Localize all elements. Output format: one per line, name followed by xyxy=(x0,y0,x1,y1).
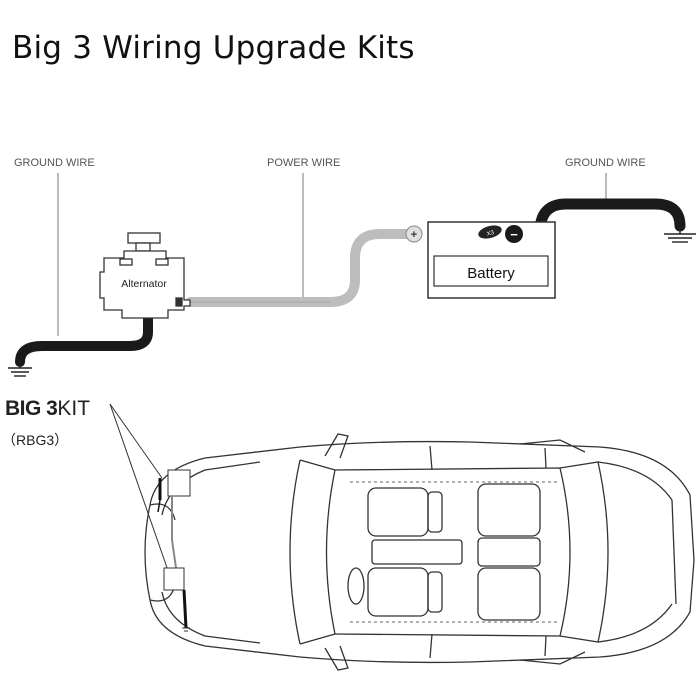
svg-text:X3: X3 xyxy=(486,230,495,238)
power-wire xyxy=(185,229,417,307)
engine-bay-wiring xyxy=(157,469,191,632)
ground-wire-left-label: GROUND WIRE xyxy=(14,157,95,169)
battery-icon: X3 xyxy=(405,221,556,299)
ground-wire-left xyxy=(15,313,153,367)
ground-symbol-left-icon xyxy=(8,360,32,377)
ground-symbol-right-icon xyxy=(664,226,696,243)
kit-name-bold: BIG 3 xyxy=(5,397,58,420)
kit-pointer-upper xyxy=(109,403,163,479)
alternator-label: Alternator xyxy=(121,278,167,290)
ground-wire-right-label: GROUND WIRE xyxy=(565,157,646,169)
battery-label: Battery xyxy=(467,265,515,282)
kit-name-regular: KIT xyxy=(57,397,91,420)
battery-minus-terminal: − xyxy=(510,227,518,242)
kit-code: （RBG3） xyxy=(2,432,69,448)
page-title: Big 3 Wiring Upgrade Kits xyxy=(12,30,415,66)
kit-name: BIG 3KIT xyxy=(5,397,90,421)
battery-plus-terminal: + xyxy=(411,229,417,241)
alternator-icon xyxy=(99,232,191,319)
car-top-view-icon xyxy=(144,433,695,671)
power-wire-label: POWER WIRE xyxy=(267,157,341,169)
kit-pointer-lower xyxy=(109,403,173,583)
